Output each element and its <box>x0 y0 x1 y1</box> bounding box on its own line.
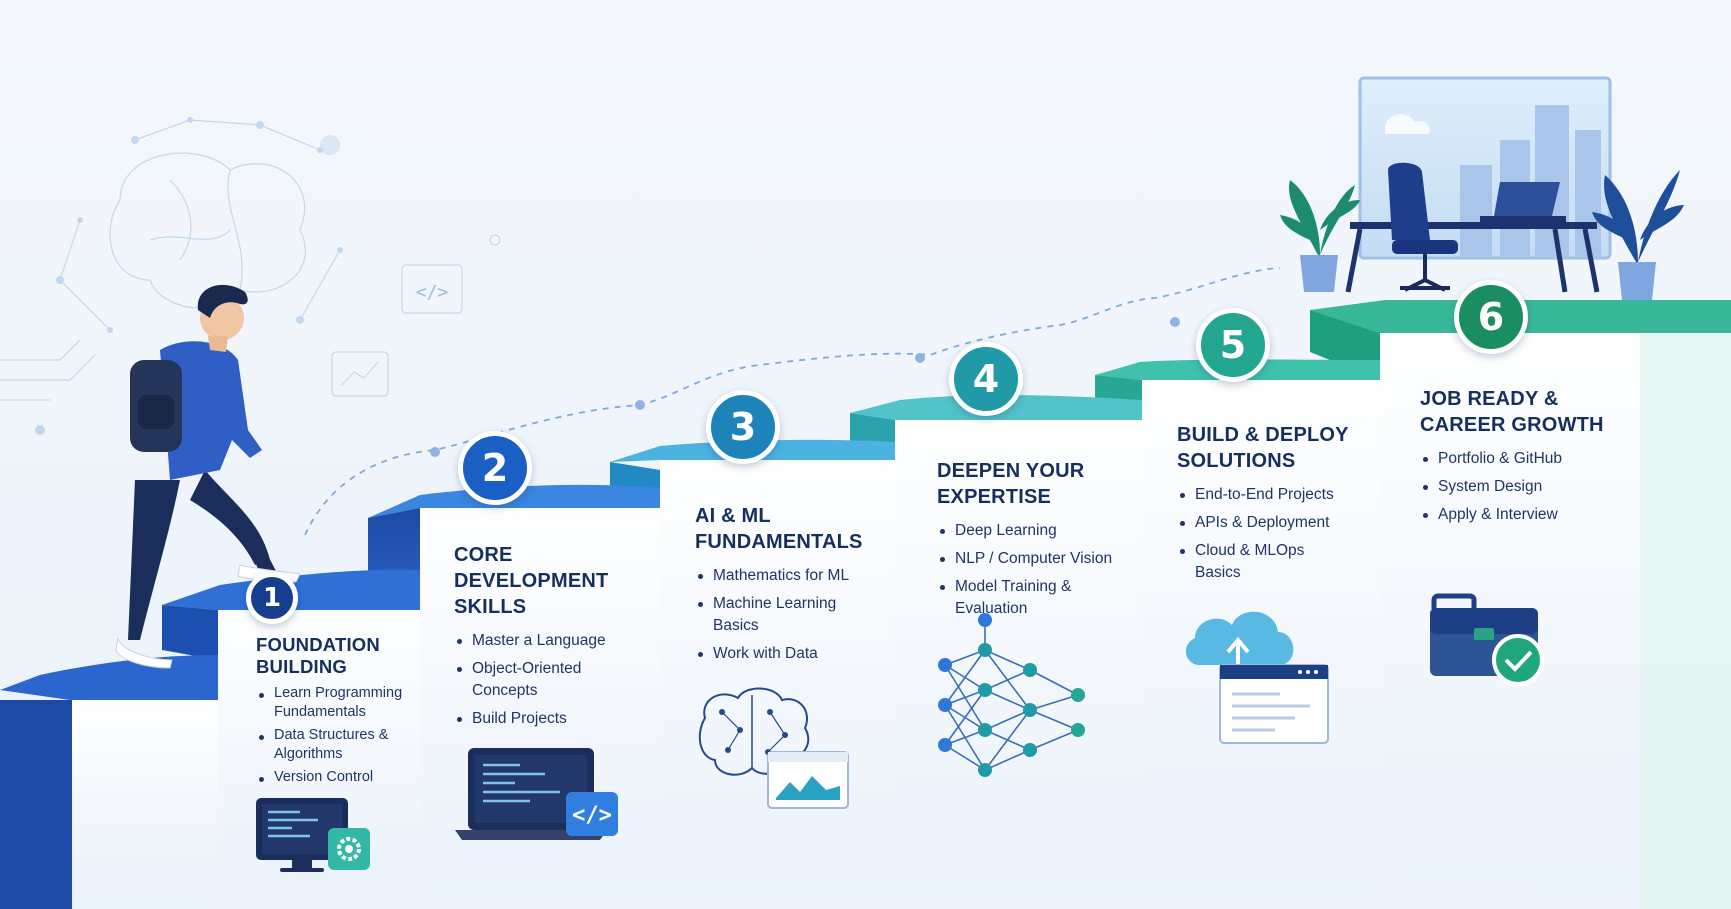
step-2-title: CORE DEVELOPMENT SKILLS <box>454 542 644 620</box>
neural-network-icon <box>938 613 1085 777</box>
step-3-title-line-2: FUNDAMENTALS <box>695 531 863 553</box>
list-item: Portfolio & GitHub <box>1420 448 1620 470</box>
step-3-text: AI & ML FUNDAMENTALS Mathematics for ML … <box>695 503 885 671</box>
step-6-title-line-2: CAREER GROWTH <box>1420 414 1604 436</box>
list-item: Work with Data <box>695 643 885 665</box>
step-2-title-line-3: SKILLS <box>454 596 527 618</box>
list-item: Object-Oriented Concepts <box>454 658 644 702</box>
step-6-text: JOB READY & CAREER GROWTH Portfolio & Gi… <box>1420 386 1620 532</box>
step-3-title-line-1: AI & ML <box>695 505 771 527</box>
code-badge-icon: </> <box>572 803 612 828</box>
cloud-upload-icon <box>1185 611 1329 744</box>
step-5-number-badge: 5 <box>1196 308 1270 382</box>
step-1-title-line-1: FOUNDATION <box>256 634 380 655</box>
list-item: NLP / Computer Vision <box>937 548 1132 570</box>
list-item: Data Structures & Algorithms <box>256 726 421 764</box>
step-3-number-badge: 3 <box>706 390 780 464</box>
step-5-title: BUILD & DEPLOY SOLUTIONS <box>1177 422 1372 474</box>
list-item: Model Training & Evaluation <box>937 576 1085 620</box>
step-6-number-badge: 6 <box>1454 280 1528 354</box>
person-climbing <box>115 284 301 669</box>
list-item: Cloud & MLOps Basics <box>1177 540 1325 584</box>
step-2-number-badge: 2 <box>458 431 532 505</box>
step-4-text: DEEPEN YOUR EXPERTISE Deep Learning NLP … <box>937 458 1132 626</box>
step-2-title-line-2: DEVELOPMENT <box>454 570 609 592</box>
list-item: Build Projects <box>454 708 644 730</box>
step-3-block <box>610 439 895 909</box>
step-4-number-badge: 4 <box>949 342 1023 416</box>
list-item: Master a Language <box>454 630 644 652</box>
step-1-number-badge: 1 <box>246 572 298 624</box>
step-2-text: CORE DEVELOPMENT SKILLS Master a Languag… <box>454 542 644 736</box>
list-item: End-to-End Projects <box>1177 484 1372 506</box>
laptop-code-icon <box>455 748 618 840</box>
base-step <box>0 655 218 909</box>
step-6-title: JOB READY & CAREER GROWTH <box>1420 386 1620 438</box>
progress-path <box>304 267 1281 536</box>
step-2-block <box>368 484 660 909</box>
step-5-title-line-1: BUILD & DEPLOY <box>1177 424 1349 446</box>
step-1-text: FOUNDATION BUILDING Learn Programming Fu… <box>256 634 421 791</box>
monitor-gear-icon <box>256 798 370 872</box>
list-item: Machine Learning Basics <box>695 593 863 637</box>
list-item: System Design <box>1420 476 1620 498</box>
step-1-title-line-2: BUILDING <box>256 656 348 677</box>
step-4-title: DEEPEN YOUR EXPERTISE <box>937 458 1132 510</box>
briefcase-check-icon <box>1430 593 1544 686</box>
step-5-title-line-2: SOLUTIONS <box>1177 450 1296 472</box>
step-2-title-line-1: CORE <box>454 544 513 566</box>
step-4-title-line-1: DEEPEN YOUR <box>937 460 1085 482</box>
step-1-title: FOUNDATION BUILDING <box>256 634 421 678</box>
list-item: Apply & Interview <box>1420 504 1620 526</box>
code-symbol-deco: </> <box>416 282 449 303</box>
list-item: Deep Learning <box>937 520 1132 542</box>
step-5-text: BUILD & DEPLOY SOLUTIONS End-to-End Proj… <box>1177 422 1372 590</box>
step-3-title: AI & ML FUNDAMENTALS <box>695 503 885 555</box>
list-item: Version Control <box>256 768 421 787</box>
path-dots <box>430 317 1180 457</box>
list-item: Learn Programming Fundamentals <box>256 684 421 722</box>
brain-chart-icon <box>698 687 849 809</box>
background-brain-network <box>0 117 501 435</box>
list-item: APIs & Deployment <box>1177 512 1372 534</box>
office-desk-scene <box>1280 76 1684 300</box>
step-6-title-line-1: JOB READY & <box>1420 388 1559 410</box>
step-4-title-line-2: EXPERTISE <box>937 486 1052 508</box>
list-item: Mathematics for ML <box>695 565 885 587</box>
